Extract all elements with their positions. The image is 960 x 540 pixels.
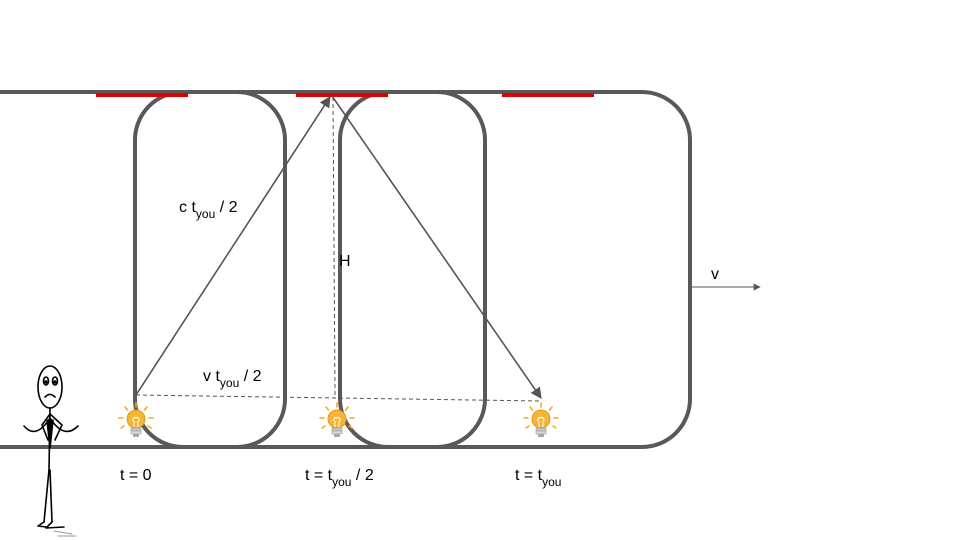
light-path bbox=[135, 95, 542, 399]
stick-figure-icon bbox=[23, 365, 79, 537]
base-label: v tyou / 2 bbox=[203, 368, 262, 390]
base-line bbox=[135, 394, 541, 402]
velocity-label: v bbox=[711, 266, 719, 283]
train-car-thalf bbox=[133, 90, 487, 449]
time-label-thalf: t = tyou / 2 bbox=[305, 467, 374, 489]
ray-down bbox=[331, 95, 542, 399]
ray-up bbox=[135, 96, 331, 396]
construction-lines bbox=[135, 96, 541, 402]
lightbulb-icon bbox=[523, 402, 559, 438]
train-frames bbox=[0, 90, 692, 449]
time-label-tfull: t = tyou bbox=[515, 467, 561, 489]
train-car-t0 bbox=[0, 90, 287, 449]
train-car-tfull bbox=[338, 90, 692, 449]
height-line bbox=[332, 96, 336, 397]
lightbulb-icon bbox=[319, 402, 355, 438]
time-label-t0: t = 0 bbox=[120, 467, 152, 484]
height-label: H bbox=[339, 253, 351, 270]
hypotenuse-label: c tyou / 2 bbox=[179, 199, 238, 221]
